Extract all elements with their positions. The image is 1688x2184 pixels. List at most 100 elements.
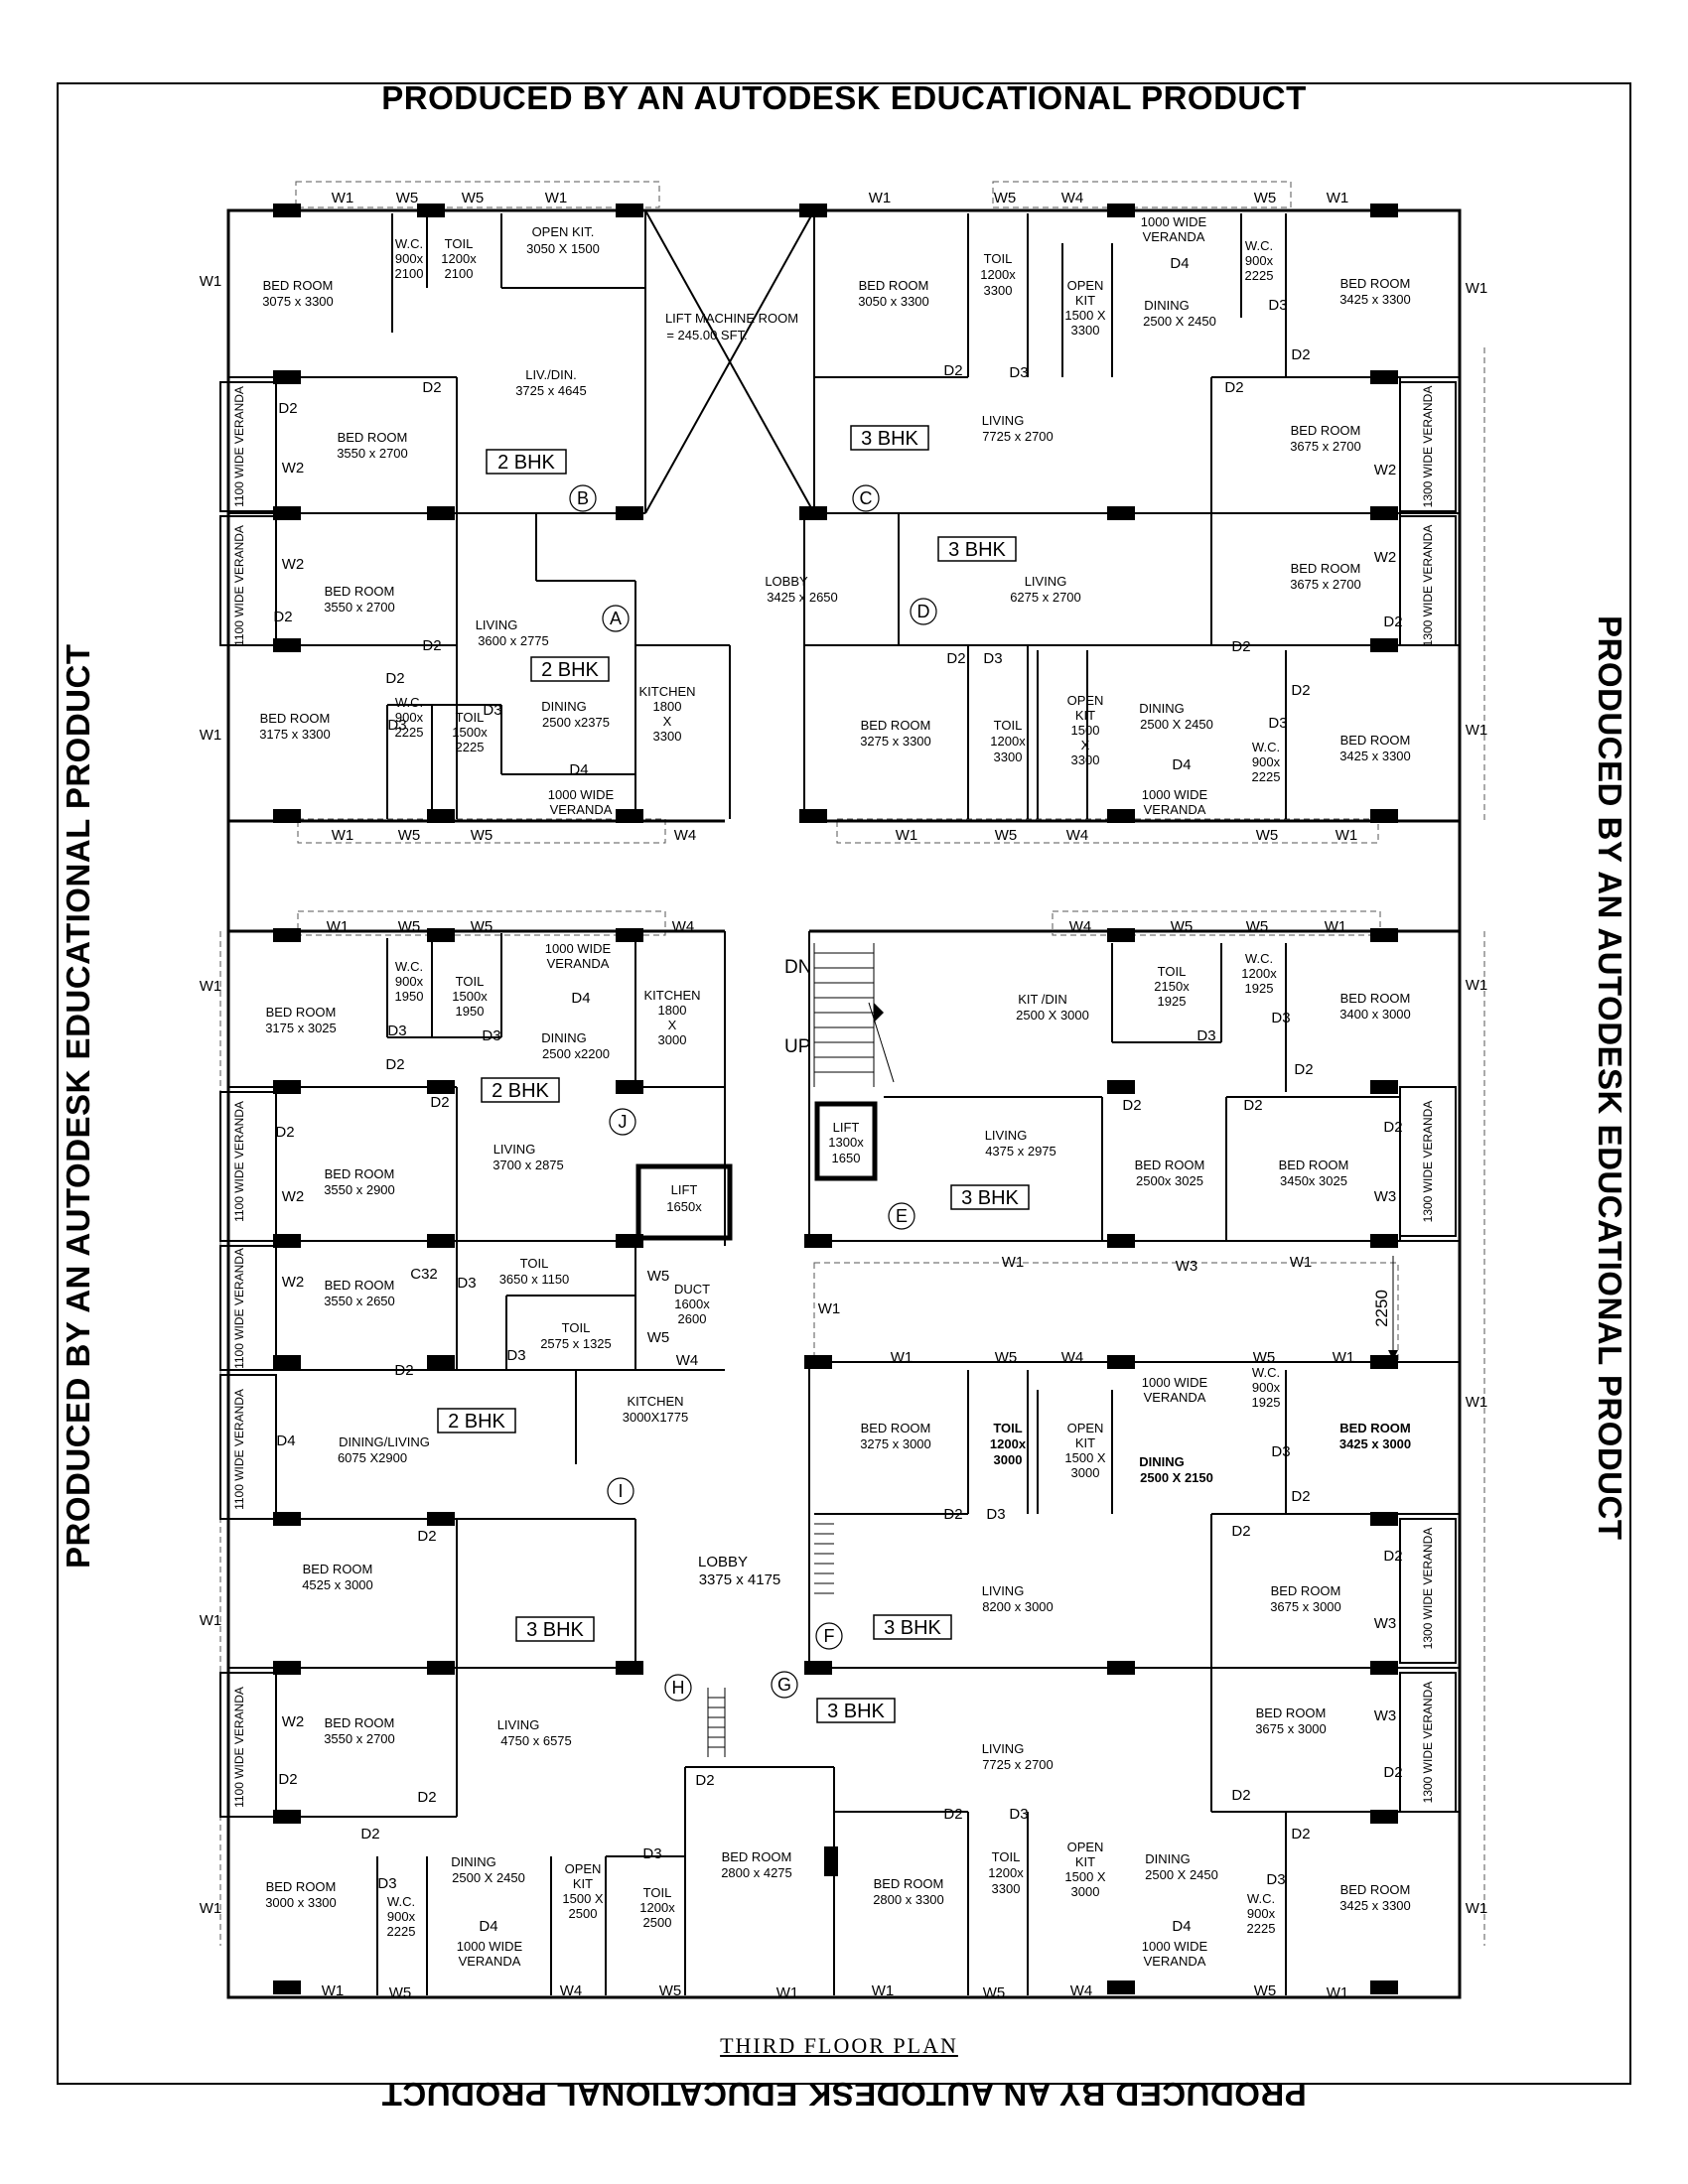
room-size: 3000X1775 bbox=[623, 1410, 689, 1425]
room-name: OPEN bbox=[1067, 693, 1104, 708]
room-size: 900x bbox=[387, 1909, 416, 1924]
room-name: BED ROOM bbox=[874, 1876, 944, 1891]
window-tag: W5 bbox=[398, 827, 421, 844]
room-name: VERANDA bbox=[547, 956, 610, 971]
marker-F: F bbox=[824, 1626, 835, 1646]
room-name: LIVING bbox=[476, 617, 518, 632]
room-name: KIT bbox=[1075, 708, 1095, 723]
room-name: DINING bbox=[451, 1854, 496, 1869]
room-name: 1000 WIDE bbox=[1142, 1375, 1208, 1390]
room-size: 1500 X bbox=[1064, 1450, 1106, 1465]
window-tag: W4 bbox=[676, 1352, 699, 1369]
room-size: 6275 x 2700 bbox=[1010, 590, 1081, 605]
room-size: 2500 X 2450 bbox=[1145, 1867, 1218, 1882]
window-tag: W5 bbox=[396, 190, 419, 206]
door-tag: D2 bbox=[275, 1124, 294, 1141]
window-tag: W3 bbox=[1374, 1615, 1397, 1632]
room-size: 4525 x 3000 bbox=[302, 1577, 373, 1592]
room-name: W.C. bbox=[395, 695, 423, 710]
veranda-label: 1300 WIDE VERANDA bbox=[1421, 1528, 1435, 1650]
room-name: VERANDA bbox=[1144, 1954, 1206, 1969]
room-size: 2225 bbox=[1247, 1921, 1276, 1936]
room-name: BED ROOM bbox=[861, 1421, 931, 1435]
room-size: X bbox=[668, 1018, 677, 1032]
room-name: OPEN bbox=[565, 1861, 602, 1876]
door-tag: D2 bbox=[1291, 346, 1310, 363]
window-tag: W1 bbox=[1466, 1394, 1488, 1411]
room-size: 1200x bbox=[441, 251, 477, 266]
room-name: LIVING bbox=[982, 1583, 1025, 1598]
room-size: 2100 bbox=[395, 266, 424, 281]
room-name: 1000 WIDE bbox=[545, 941, 612, 956]
room-name: DINING bbox=[1139, 701, 1185, 716]
room-name: BED ROOM bbox=[325, 1278, 395, 1293]
room-size: 3675 x 3000 bbox=[1270, 1599, 1341, 1614]
room-name: OPEN bbox=[1067, 1840, 1104, 1854]
room-name: BED ROOM bbox=[1340, 733, 1411, 748]
window-tag: W1 bbox=[1336, 827, 1358, 844]
room-size: 1650x bbox=[666, 1199, 702, 1214]
room-size: 2600 bbox=[678, 1311, 707, 1326]
veranda-label: 1300 WIDE VERANDA bbox=[1421, 386, 1435, 508]
room-size: 3375 x 4175 bbox=[699, 1571, 781, 1588]
room-size: 1500 X bbox=[1064, 308, 1106, 323]
marker-I: I bbox=[618, 1481, 623, 1501]
room-name: W.C. bbox=[387, 1894, 415, 1909]
window-tag: W1 bbox=[332, 827, 354, 844]
room-size: 8200 x 3000 bbox=[982, 1599, 1054, 1614]
room-size: 2150x bbox=[1154, 979, 1190, 994]
unit-label: 3 BHK bbox=[884, 1617, 941, 1639]
room-name: BED ROOM bbox=[263, 278, 334, 293]
door-tag: D2 bbox=[278, 1771, 297, 1788]
room-name: DINING bbox=[1139, 1454, 1185, 1469]
window-tag: W1 bbox=[896, 827, 918, 844]
room-size: 3425 x 3000 bbox=[1339, 1436, 1411, 1451]
room-name: KIT bbox=[1075, 293, 1095, 308]
window-tag: W3 bbox=[1374, 1707, 1397, 1724]
veranda-label: 1100 WIDE VERANDA bbox=[232, 1248, 246, 1369]
window-tag: W1 bbox=[322, 1982, 345, 1999]
marker-J: J bbox=[619, 1112, 628, 1132]
room-size: 1200x bbox=[990, 1436, 1027, 1451]
window-tag: W5 bbox=[471, 918, 493, 935]
window-tag: W5 bbox=[1253, 1349, 1276, 1366]
door-tag: D2 bbox=[430, 1094, 449, 1111]
door-tag: D2 bbox=[1231, 1787, 1250, 1804]
room-size: 3050 X 1500 bbox=[526, 241, 600, 256]
room-size: 2500 x2375 bbox=[542, 715, 610, 730]
room-size: 1200x bbox=[1241, 966, 1277, 981]
room-size: 3700 x 2875 bbox=[492, 1158, 564, 1172]
window-tag: W2 bbox=[1374, 549, 1397, 566]
window-tag: W1 bbox=[1333, 1349, 1355, 1366]
door-tag: D2 bbox=[1122, 1097, 1141, 1114]
door-tag: D2 bbox=[422, 637, 441, 654]
door-tag: D2 bbox=[943, 362, 962, 379]
veranda-labels: 1100 WIDE VERANDA 1100 WIDE VERANDA 1100… bbox=[232, 386, 1435, 1808]
window-tag: W5 bbox=[471, 827, 493, 844]
room-name: W.C. bbox=[1252, 740, 1280, 754]
unit-label: 2 BHK bbox=[541, 659, 599, 681]
window-tag: W5 bbox=[1171, 918, 1194, 935]
door-tag: D2 bbox=[1383, 1548, 1402, 1565]
room-size: 3550 x 2700 bbox=[324, 1731, 395, 1746]
room-size: 3175 x 3300 bbox=[259, 727, 331, 742]
door-tag: D4 bbox=[276, 1433, 295, 1449]
stair-labels: DN UP bbox=[784, 957, 811, 1057]
room-name: LIV./DIN. bbox=[525, 367, 577, 382]
marker-D: D bbox=[917, 602, 930, 621]
room-size: 900x bbox=[1252, 1380, 1281, 1395]
room-size: 1600x bbox=[674, 1297, 710, 1311]
room-name: BED ROOM bbox=[338, 430, 408, 445]
door-tag: D2 bbox=[1231, 638, 1250, 655]
window-tag: W3 bbox=[1176, 1258, 1198, 1275]
marker-B: B bbox=[577, 488, 589, 508]
stair-down-label: DN bbox=[784, 957, 811, 978]
door-tag: D4 bbox=[1170, 255, 1189, 272]
room-size: 2800 x 3300 bbox=[873, 1892, 944, 1907]
room-size: 3000 bbox=[1071, 1465, 1100, 1480]
door-tag: D2 bbox=[273, 609, 292, 625]
door-tag: D3 bbox=[1271, 1010, 1290, 1026]
room-size: 3425 x 3300 bbox=[1339, 292, 1411, 307]
room-size: X bbox=[663, 714, 672, 729]
